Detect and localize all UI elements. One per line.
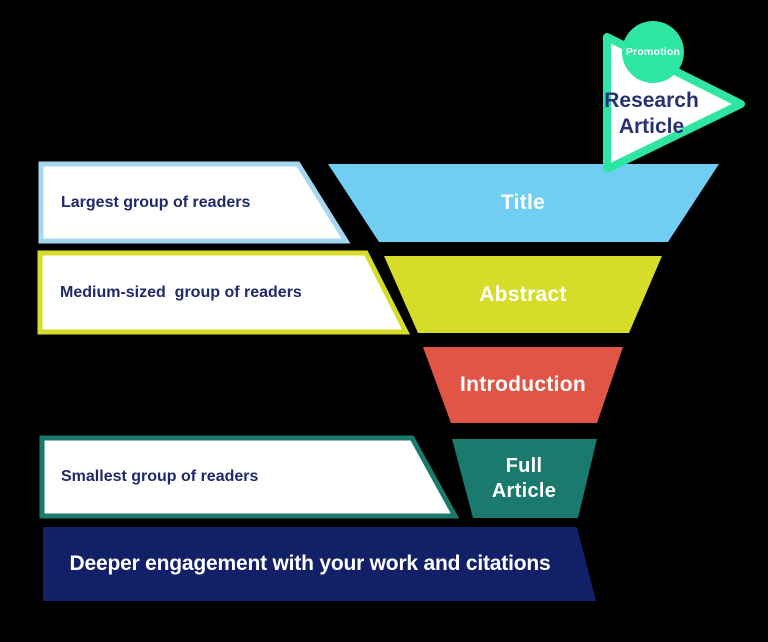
funnel-stage-introduction-shape xyxy=(423,347,623,423)
funnel-stage-title-shape xyxy=(328,164,719,242)
footer-bar-shape xyxy=(43,527,596,601)
side-label-box-smallest xyxy=(39,435,460,519)
funnel-stage-full-article-shape xyxy=(452,439,597,518)
funnel-stage-abstract-shape xyxy=(384,256,662,333)
side-label-box-largest xyxy=(38,161,351,244)
promotion-badge-icon xyxy=(622,21,684,83)
side-label-box-medium xyxy=(37,250,411,335)
